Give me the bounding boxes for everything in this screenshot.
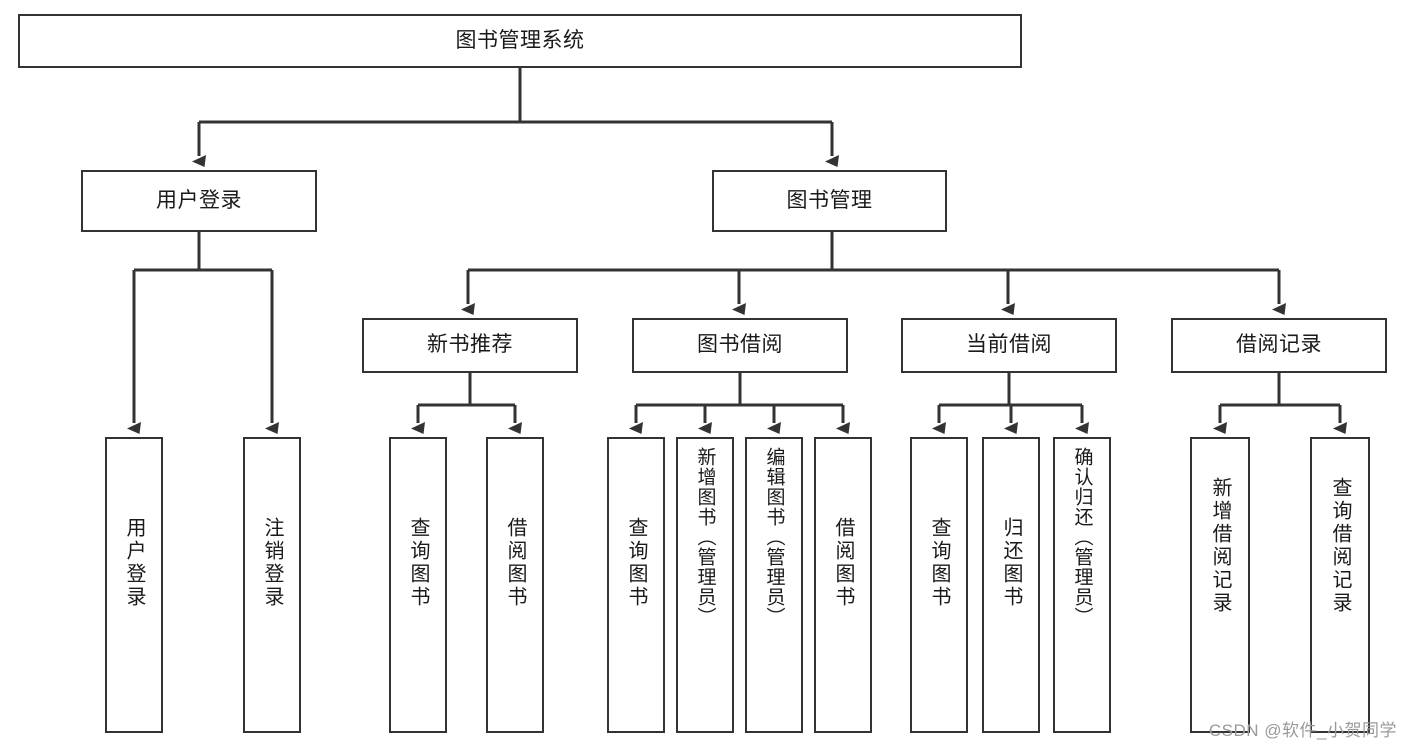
node-leaf-query-record[interactable]: 查询借阅记录 [1310,437,1370,733]
node-label: 当前借阅 [966,333,1052,357]
node-root-system[interactable]: 图书管理系统 [18,14,1022,68]
node-leaf-return-book[interactable]: 归还图书 [982,437,1040,733]
node-label: 用户登录 [123,517,145,609]
node-leaf-logout[interactable]: 注销登录 [243,437,301,733]
node-label: 查询借阅记录 [1329,477,1351,615]
node-label: 查询图书 [625,517,647,609]
node-label: 借阅图书 [832,517,854,609]
node-leaf-add-record[interactable]: 新增借阅记录 [1190,437,1250,733]
node-label: 用户登录 [156,188,242,212]
node-leaf-edit-book[interactable]: 编辑图书（管理员） [745,437,803,733]
node-label: 图书管理系统 [455,28,585,52]
node-current-borrow[interactable]: 当前借阅 [901,318,1117,373]
edge-group-root [192,68,839,167]
edge-group-user-login [127,232,279,434]
node-label: 借阅记录 [1236,333,1322,357]
node-label: 图书管理 [786,188,873,212]
node-user-login[interactable]: 用户登录 [81,170,317,232]
watermark-text: CSDN @软件_小贺同学 [1208,721,1397,740]
node-label: 查询图书 [407,517,429,609]
node-leaf-query-book-2[interactable]: 查询图书 [607,437,665,733]
node-label: 新增图书（管理员） [694,447,716,627]
node-borrow-record[interactable]: 借阅记录 [1171,318,1387,373]
edge-group-borrow-record [1213,373,1347,434]
node-leaf-add-book[interactable]: 新增图书（管理员） [676,437,734,733]
node-label: 编辑图书（管理员） [763,447,785,627]
node-label: 新增借阅记录 [1209,477,1231,615]
node-new-book-recommend[interactable]: 新书推荐 [362,318,578,373]
edge-group-current-borrow [932,373,1089,434]
node-leaf-user-login[interactable]: 用户登录 [105,437,163,733]
node-book-borrow[interactable]: 图书借阅 [632,318,848,373]
node-label: 注销登录 [261,517,283,609]
node-label: 新书推荐 [427,333,513,357]
node-leaf-query-book-3[interactable]: 查询图书 [910,437,968,733]
node-leaf-borrow-book-2[interactable]: 借阅图书 [814,437,872,733]
node-leaf-borrow-book-1[interactable]: 借阅图书 [486,437,544,733]
edge-group-book-borrow [629,373,850,434]
node-label: 查询图书 [928,517,950,609]
node-label: 图书借阅 [697,333,783,357]
edge-group-new-book-recommend [411,373,522,434]
node-label: 确认归还（管理员） [1071,447,1093,627]
node-leaf-query-book-1[interactable]: 查询图书 [389,437,447,733]
edge-group-book-management [461,232,1286,315]
node-leaf-confirm-return[interactable]: 确认归还（管理员） [1053,437,1111,733]
node-label: 借阅图书 [504,517,526,609]
node-book-management[interactable]: 图书管理 [712,170,947,232]
node-label: 归还图书 [1000,517,1022,609]
